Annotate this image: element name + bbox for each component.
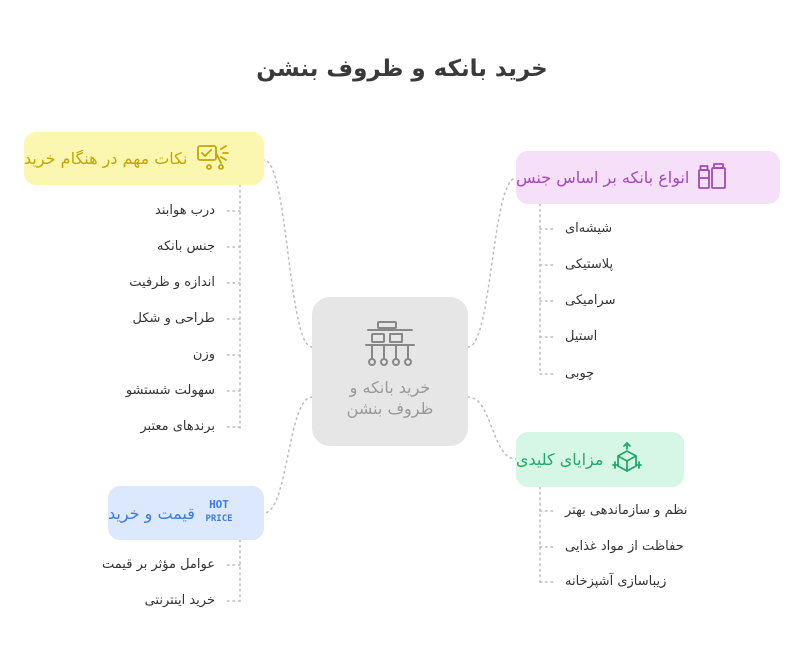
jars-icon <box>697 162 727 194</box>
branch-benefits[interactable]: مزایای کلیدی <box>516 432 684 487</box>
branch-tips[interactable]: نکات مهم در هنگام خرید <box>24 132 264 185</box>
types-item-5[interactable]: چوبی <box>565 366 595 381</box>
tips-item-1[interactable]: درب هوابند <box>155 203 215 218</box>
central-topic-label-line1: خرید بانکه و <box>349 378 431 397</box>
hot-price-icon-top-text: HOT <box>209 498 229 511</box>
tips-item-4[interactable]: طراحی و شکل <box>132 311 215 326</box>
branch-tips-label: نکات مهم در هنگام خرید <box>24 149 188 168</box>
types-item-2[interactable]: پلاستیکی <box>565 257 614 272</box>
price-item-1[interactable]: عوامل مؤثر بر قیمت <box>102 557 215 572</box>
tips-item-2[interactable]: جنس بانکه <box>156 239 215 254</box>
hot-price-icon-bottom-text: PRICE <box>205 514 232 524</box>
types-item-3[interactable]: سرامیکی <box>565 293 616 308</box>
central-topic[interactable]: خرید بانکه و ظروف بنشن <box>312 297 468 446</box>
shopping-cart-check-icon <box>195 143 230 175</box>
branch-price-label: قیمت و خرید <box>108 503 195 523</box>
branch-types-label: انواع بانکه بر اساس جنس <box>516 168 690 187</box>
kitchen-shelf-icon <box>362 319 418 375</box>
tips-item-6[interactable]: سهولت شستشو <box>125 383 215 398</box>
central-topic-label-line2: ظروف بنشن <box>346 399 434 418</box>
benefits-item-3[interactable]: زیباسازی آشپزخانه <box>565 574 667 589</box>
tips-item-3[interactable]: اندازه و ظرفیت <box>129 275 215 290</box>
central-topic-label: خرید بانکه و ظروف بنشن <box>312 377 468 419</box>
branch-price[interactable]: HOT PRICE قیمت و خرید <box>108 486 264 540</box>
types-item-4[interactable]: استیل <box>565 329 598 344</box>
tips-item-7[interactable]: برندهای معتبر <box>140 419 215 434</box>
tips-item-5[interactable]: وزن <box>192 347 215 362</box>
hot-price-icon: HOT PRICE <box>203 495 235 531</box>
diagram-title: خرید بانکه و ظروف بنشن <box>256 56 548 82</box>
price-item-2[interactable]: خرید اینترنتی <box>144 593 215 608</box>
benefits-item-2[interactable]: حفاظت از مواد غذایی <box>565 539 684 554</box>
types-item-1[interactable]: شیشه‌ای <box>565 221 613 236</box>
branch-benefits-label: مزایای کلیدی <box>516 450 604 469</box>
benefits-item-1[interactable]: نظم و سازماندهی بهتر <box>565 503 688 518</box>
box-arrows-icon <box>611 441 643 479</box>
branch-types[interactable]: انواع بانکه بر اساس جنس <box>516 151 780 204</box>
